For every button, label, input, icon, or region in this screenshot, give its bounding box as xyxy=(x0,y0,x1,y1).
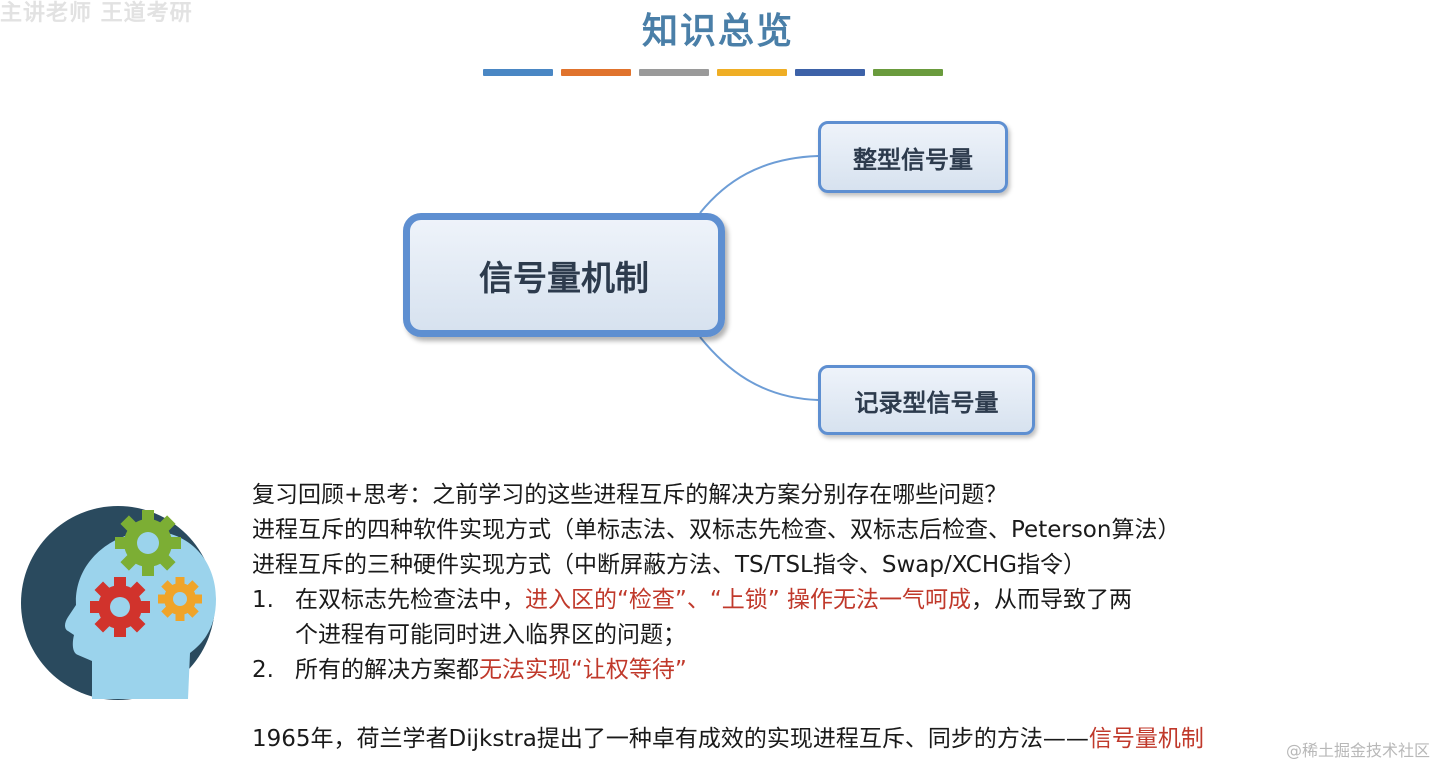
item-number: 1. xyxy=(252,587,274,613)
color-segment-5 xyxy=(795,69,865,76)
color-segment-2 xyxy=(561,69,631,76)
item-number: 2. xyxy=(252,657,274,683)
mindmap-branch-record-semaphore: 记录型信号量 xyxy=(818,365,1035,435)
mindmap-branch-integer-semaphore: 整型信号量 xyxy=(818,121,1008,193)
mindmap-center-node: 信号量机制 xyxy=(403,213,725,337)
connector-bottom xyxy=(699,336,819,401)
watermark: @稀土掘金技术社区 xyxy=(1285,741,1430,760)
problem-item-1: 1. 在双标志先检查法中，进入区的“检查”、“上锁” 操作无法一气呵成，从而导致了… xyxy=(252,583,1204,618)
title-color-bar xyxy=(483,69,943,77)
review-question: 复习回顾+思考：之前学习的这些进程互斥的解决方案分别存在哪些问题？ xyxy=(252,482,1008,508)
item-text: 在双标志先检查法中， xyxy=(295,587,525,613)
hardware-methods-line: 进程互斥的三种硬件实现方式（中断屏蔽方法、TS/TSL指令、Swap/XCHG指… xyxy=(252,552,1086,578)
gear-orange-icon xyxy=(158,577,202,621)
item-text: 所有的解决方案都 xyxy=(295,657,479,683)
software-methods-line: 进程互斥的四种软件实现方式（单标志法、双标志先检查、双标志后检查、Peterso… xyxy=(252,517,1181,543)
connector-top xyxy=(699,155,819,214)
gear-green-icon xyxy=(115,510,181,576)
problem-item-1-continued: 个进程有可能同时进入临界区的问题； xyxy=(295,622,686,648)
spacer xyxy=(252,688,1204,722)
color-segment-6 xyxy=(873,69,943,76)
color-segment-4 xyxy=(717,69,787,76)
color-segment-3 xyxy=(639,69,709,76)
dijkstra-text: 1965年，荷兰学者Dijkstra提出了一种卓有成效的实现进程互斥、同步的方法… xyxy=(252,726,1089,752)
item-text: ，从而导致了两 xyxy=(970,587,1132,613)
dijkstra-emphasis: 信号量机制 xyxy=(1088,726,1204,752)
color-segment-1 xyxy=(483,69,553,76)
thinking-head-icon xyxy=(21,506,216,700)
head-silhouette xyxy=(65,531,216,699)
item-emphasis: 无法实现“让权等待” xyxy=(479,657,687,683)
dijkstra-line: 1965年，荷兰学者Dijkstra提出了一种卓有成效的实现进程互斥、同步的方法… xyxy=(252,722,1204,757)
item-emphasis: 进入区的“检查”、“上锁” 操作无法一气呵成 xyxy=(525,587,971,613)
problem-item-2: 2. 所有的解决方案都无法实现“让权等待” xyxy=(252,653,1204,688)
overlay-ghost-text: 主讲老师 王道考研 xyxy=(0,1,193,26)
page-title: 知识总览 xyxy=(641,10,794,52)
review-text-block: 复习回顾+思考：之前学习的这些进程互斥的解决方案分别存在哪些问题？ 进程互斥的四… xyxy=(252,478,1204,757)
gear-red-icon xyxy=(90,577,150,637)
